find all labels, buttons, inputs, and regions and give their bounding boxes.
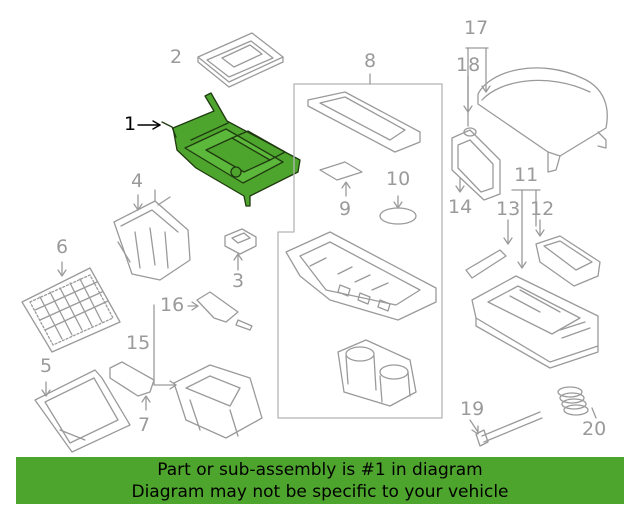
exploded-parts-diagram bbox=[21, 32, 608, 453]
part-15-bracket bbox=[173, 364, 263, 439]
callout-2: 2 bbox=[170, 46, 183, 68]
part-13-strip bbox=[465, 249, 507, 279]
part-17-armrest bbox=[477, 67, 608, 173]
part-2-shift-trim bbox=[197, 32, 284, 88]
callout-14: 14 bbox=[448, 196, 473, 218]
part-9-pad bbox=[319, 161, 363, 181]
callout-10: 10 bbox=[386, 168, 411, 190]
cup-holder bbox=[337, 339, 417, 407]
part-12-tray bbox=[535, 235, 601, 287]
part-4-bracket bbox=[113, 189, 191, 281]
callout-5: 5 bbox=[40, 355, 53, 377]
callout-15: 15 bbox=[126, 332, 151, 354]
info-banner: Part or sub-assembly is #1 in diagram Di… bbox=[16, 457, 624, 504]
callout-4: 4 bbox=[131, 170, 144, 192]
callout-20: 20 bbox=[582, 418, 607, 440]
part-10-mat bbox=[379, 207, 417, 225]
part-1-console-panel bbox=[161, 92, 301, 207]
part-3-clip bbox=[224, 228, 257, 255]
callout-16: 16 bbox=[160, 294, 185, 316]
callout-12: 12 bbox=[530, 198, 555, 220]
banner-line-2: Diagram may not be specific to your vehi… bbox=[131, 482, 509, 502]
callout-6: 6 bbox=[56, 236, 69, 258]
part-16-cap bbox=[196, 291, 253, 331]
banner-line-1: Part or sub-assembly is #1 in diagram bbox=[157, 460, 483, 480]
callout-17: 17 bbox=[464, 17, 489, 39]
callout-7: 7 bbox=[138, 414, 151, 436]
callout-13: 13 bbox=[496, 198, 521, 220]
callout-19: 19 bbox=[460, 398, 485, 420]
part-19-bolt bbox=[475, 411, 543, 447]
callout-18: 18 bbox=[456, 54, 481, 76]
console-body bbox=[285, 231, 437, 321]
part-6-mat bbox=[21, 267, 121, 353]
callout-9: 9 bbox=[339, 198, 352, 220]
callout-1: 1 bbox=[124, 113, 137, 135]
part-7-trim bbox=[109, 361, 155, 397]
part-14-frame bbox=[451, 129, 501, 201]
callout-3: 3 bbox=[232, 270, 245, 292]
part-5-trim-panel bbox=[34, 369, 131, 453]
part-11-console-base bbox=[471, 275, 599, 369]
callout-11: 11 bbox=[514, 164, 539, 186]
part-8-bin-lid bbox=[307, 91, 421, 153]
callout-8: 8 bbox=[364, 50, 377, 72]
part-20-spring bbox=[557, 386, 589, 416]
